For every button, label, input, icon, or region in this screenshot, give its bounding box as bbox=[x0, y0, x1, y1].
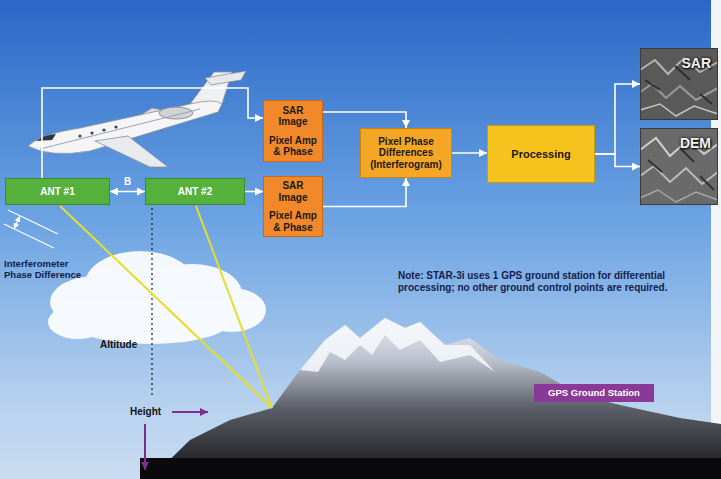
illustration-part bbox=[205, 71, 246, 85]
connector-arrow bbox=[595, 84, 640, 154]
node-text: ANT #1 bbox=[40, 186, 74, 198]
height-arrow bbox=[144, 424, 146, 470]
illustration-part bbox=[640, 84, 718, 100]
sar-image bbox=[640, 48, 718, 120]
antenna-box: ANT #1 bbox=[5, 178, 110, 205]
connector-arrow bbox=[323, 112, 406, 128]
node-text: Pixel Amp & Phase bbox=[268, 135, 318, 158]
illustration-part bbox=[640, 128, 718, 205]
node-text: Processing bbox=[511, 148, 570, 161]
mountain bbox=[140, 318, 721, 479]
output-image: DEM bbox=[640, 128, 718, 205]
illustration-part bbox=[95, 136, 168, 167]
illustration-part bbox=[8, 210, 58, 234]
connector-arrow bbox=[110, 191, 145, 193]
illustration-part bbox=[48, 305, 108, 339]
process-box: Pixel Phase Differences (Interferogram) bbox=[360, 128, 452, 178]
connector-arrow bbox=[452, 152, 487, 154]
altitude-line bbox=[151, 208, 152, 395]
antenna-box: ANT #2 bbox=[145, 178, 245, 205]
beam-line bbox=[60, 206, 272, 408]
illustration-part bbox=[150, 318, 721, 479]
note-text: Note: STAR-3i uses 1 GPS ground station … bbox=[398, 270, 673, 294]
process-box: SAR ImagePixel Amp & Phase bbox=[263, 176, 323, 237]
illustration-part bbox=[36, 134, 56, 141]
illustration-part bbox=[645, 66, 712, 104]
callout-label: Interferometer Phase Difference bbox=[4, 258, 96, 281]
edge-label: B bbox=[124, 177, 131, 187]
aircraft bbox=[28, 71, 246, 167]
illustration-part bbox=[140, 458, 721, 479]
node-text: SAR Image bbox=[268, 105, 318, 128]
node-text: Pixel Phase Differences (Interferogram) bbox=[365, 136, 447, 171]
node-text: DEM bbox=[680, 135, 711, 151]
beam-line bbox=[196, 206, 272, 408]
illustration-part bbox=[40, 109, 200, 149]
process-box: Processing bbox=[487, 125, 595, 183]
connector-arrow bbox=[245, 191, 263, 193]
node-text: SAR bbox=[681, 55, 711, 71]
phase-bracket bbox=[4, 210, 58, 248]
illustration-part bbox=[90, 131, 93, 134]
height-arrow bbox=[172, 411, 208, 413]
illustration-part bbox=[14, 216, 20, 229]
illustration-part bbox=[114, 125, 117, 128]
callout-label: Height bbox=[130, 406, 190, 418]
node-text: SAR Image bbox=[268, 180, 318, 203]
output-image: SAR bbox=[640, 48, 718, 120]
node-text: GPS Ground Station bbox=[548, 388, 640, 399]
illustration-part bbox=[78, 134, 81, 137]
illustration-part bbox=[640, 190, 718, 202]
connector-arrow bbox=[595, 154, 640, 167]
illustration-part bbox=[640, 104, 718, 116]
illustration-part bbox=[640, 48, 718, 120]
illustration-part bbox=[159, 107, 193, 119]
callout-label: Altitude bbox=[100, 339, 160, 351]
node-text: Pixel Amp & Phase bbox=[268, 210, 318, 233]
dem-image bbox=[640, 128, 718, 205]
connector-arrow bbox=[42, 88, 263, 178]
node-text: ANT #2 bbox=[178, 186, 212, 198]
connector-arrow bbox=[323, 178, 406, 207]
illustration-part bbox=[300, 318, 495, 372]
process-box: SAR ImagePixel Amp & Phase bbox=[263, 100, 323, 162]
station-box: GPS Ground Station bbox=[534, 384, 654, 402]
illustration-part bbox=[4, 224, 54, 248]
illustration-part bbox=[102, 128, 105, 131]
illustration-part bbox=[648, 148, 714, 190]
